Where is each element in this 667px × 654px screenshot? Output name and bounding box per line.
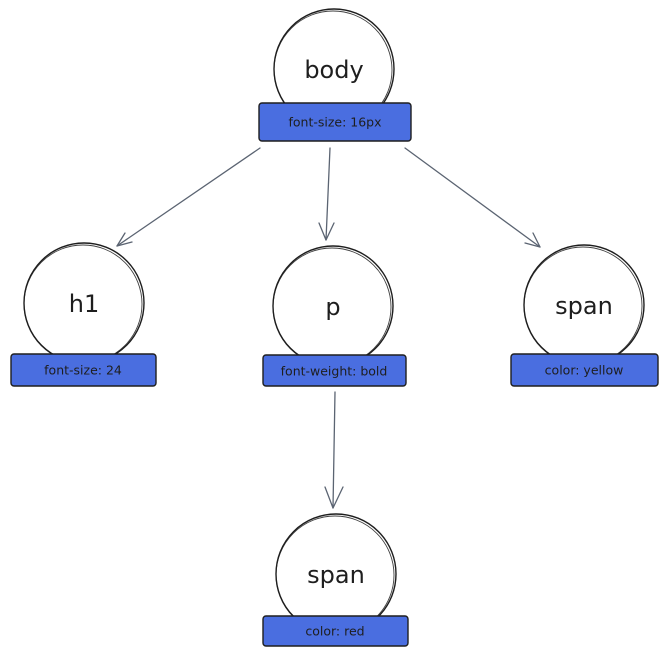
node-h1: h1 font-size: 24 bbox=[10, 242, 157, 387]
node-p-style-text: font-weight: bold bbox=[281, 364, 388, 379]
edge-body-to-h1 bbox=[116, 147, 261, 247]
node-h1-style-text: font-size: 24 bbox=[44, 363, 122, 378]
node-body-style-badge: font-size: 16px bbox=[258, 102, 412, 142]
node-span-right: span color: yellow bbox=[510, 244, 659, 387]
edge-body-to-span-right bbox=[404, 147, 541, 248]
node-body-style-text: font-size: 16px bbox=[288, 115, 381, 130]
node-span-right-label: span bbox=[555, 292, 613, 320]
node-span-bottom: span color: red bbox=[262, 513, 409, 647]
edge-p-to-span-bottom bbox=[324, 391, 344, 509]
node-span-right-style-text: color: yellow bbox=[545, 363, 624, 378]
node-span-bottom-label: span bbox=[307, 561, 365, 589]
node-span-bottom-style-text: color: red bbox=[305, 624, 364, 639]
node-span-right-style-badge: color: yellow bbox=[510, 353, 659, 387]
node-h1-label: h1 bbox=[69, 290, 99, 318]
node-h1-style-badge: font-size: 24 bbox=[10, 353, 157, 387]
edges bbox=[116, 147, 541, 509]
node-p-label: p bbox=[325, 293, 340, 321]
edge-body-to-p bbox=[318, 147, 335, 241]
node-body: body font-size: 16px bbox=[258, 8, 412, 142]
node-span-bottom-style-badge: color: red bbox=[262, 615, 409, 647]
node-p: p font-weight: bold bbox=[262, 245, 407, 387]
node-body-label: body bbox=[304, 56, 363, 84]
node-p-style-badge: font-weight: bold bbox=[262, 354, 407, 387]
